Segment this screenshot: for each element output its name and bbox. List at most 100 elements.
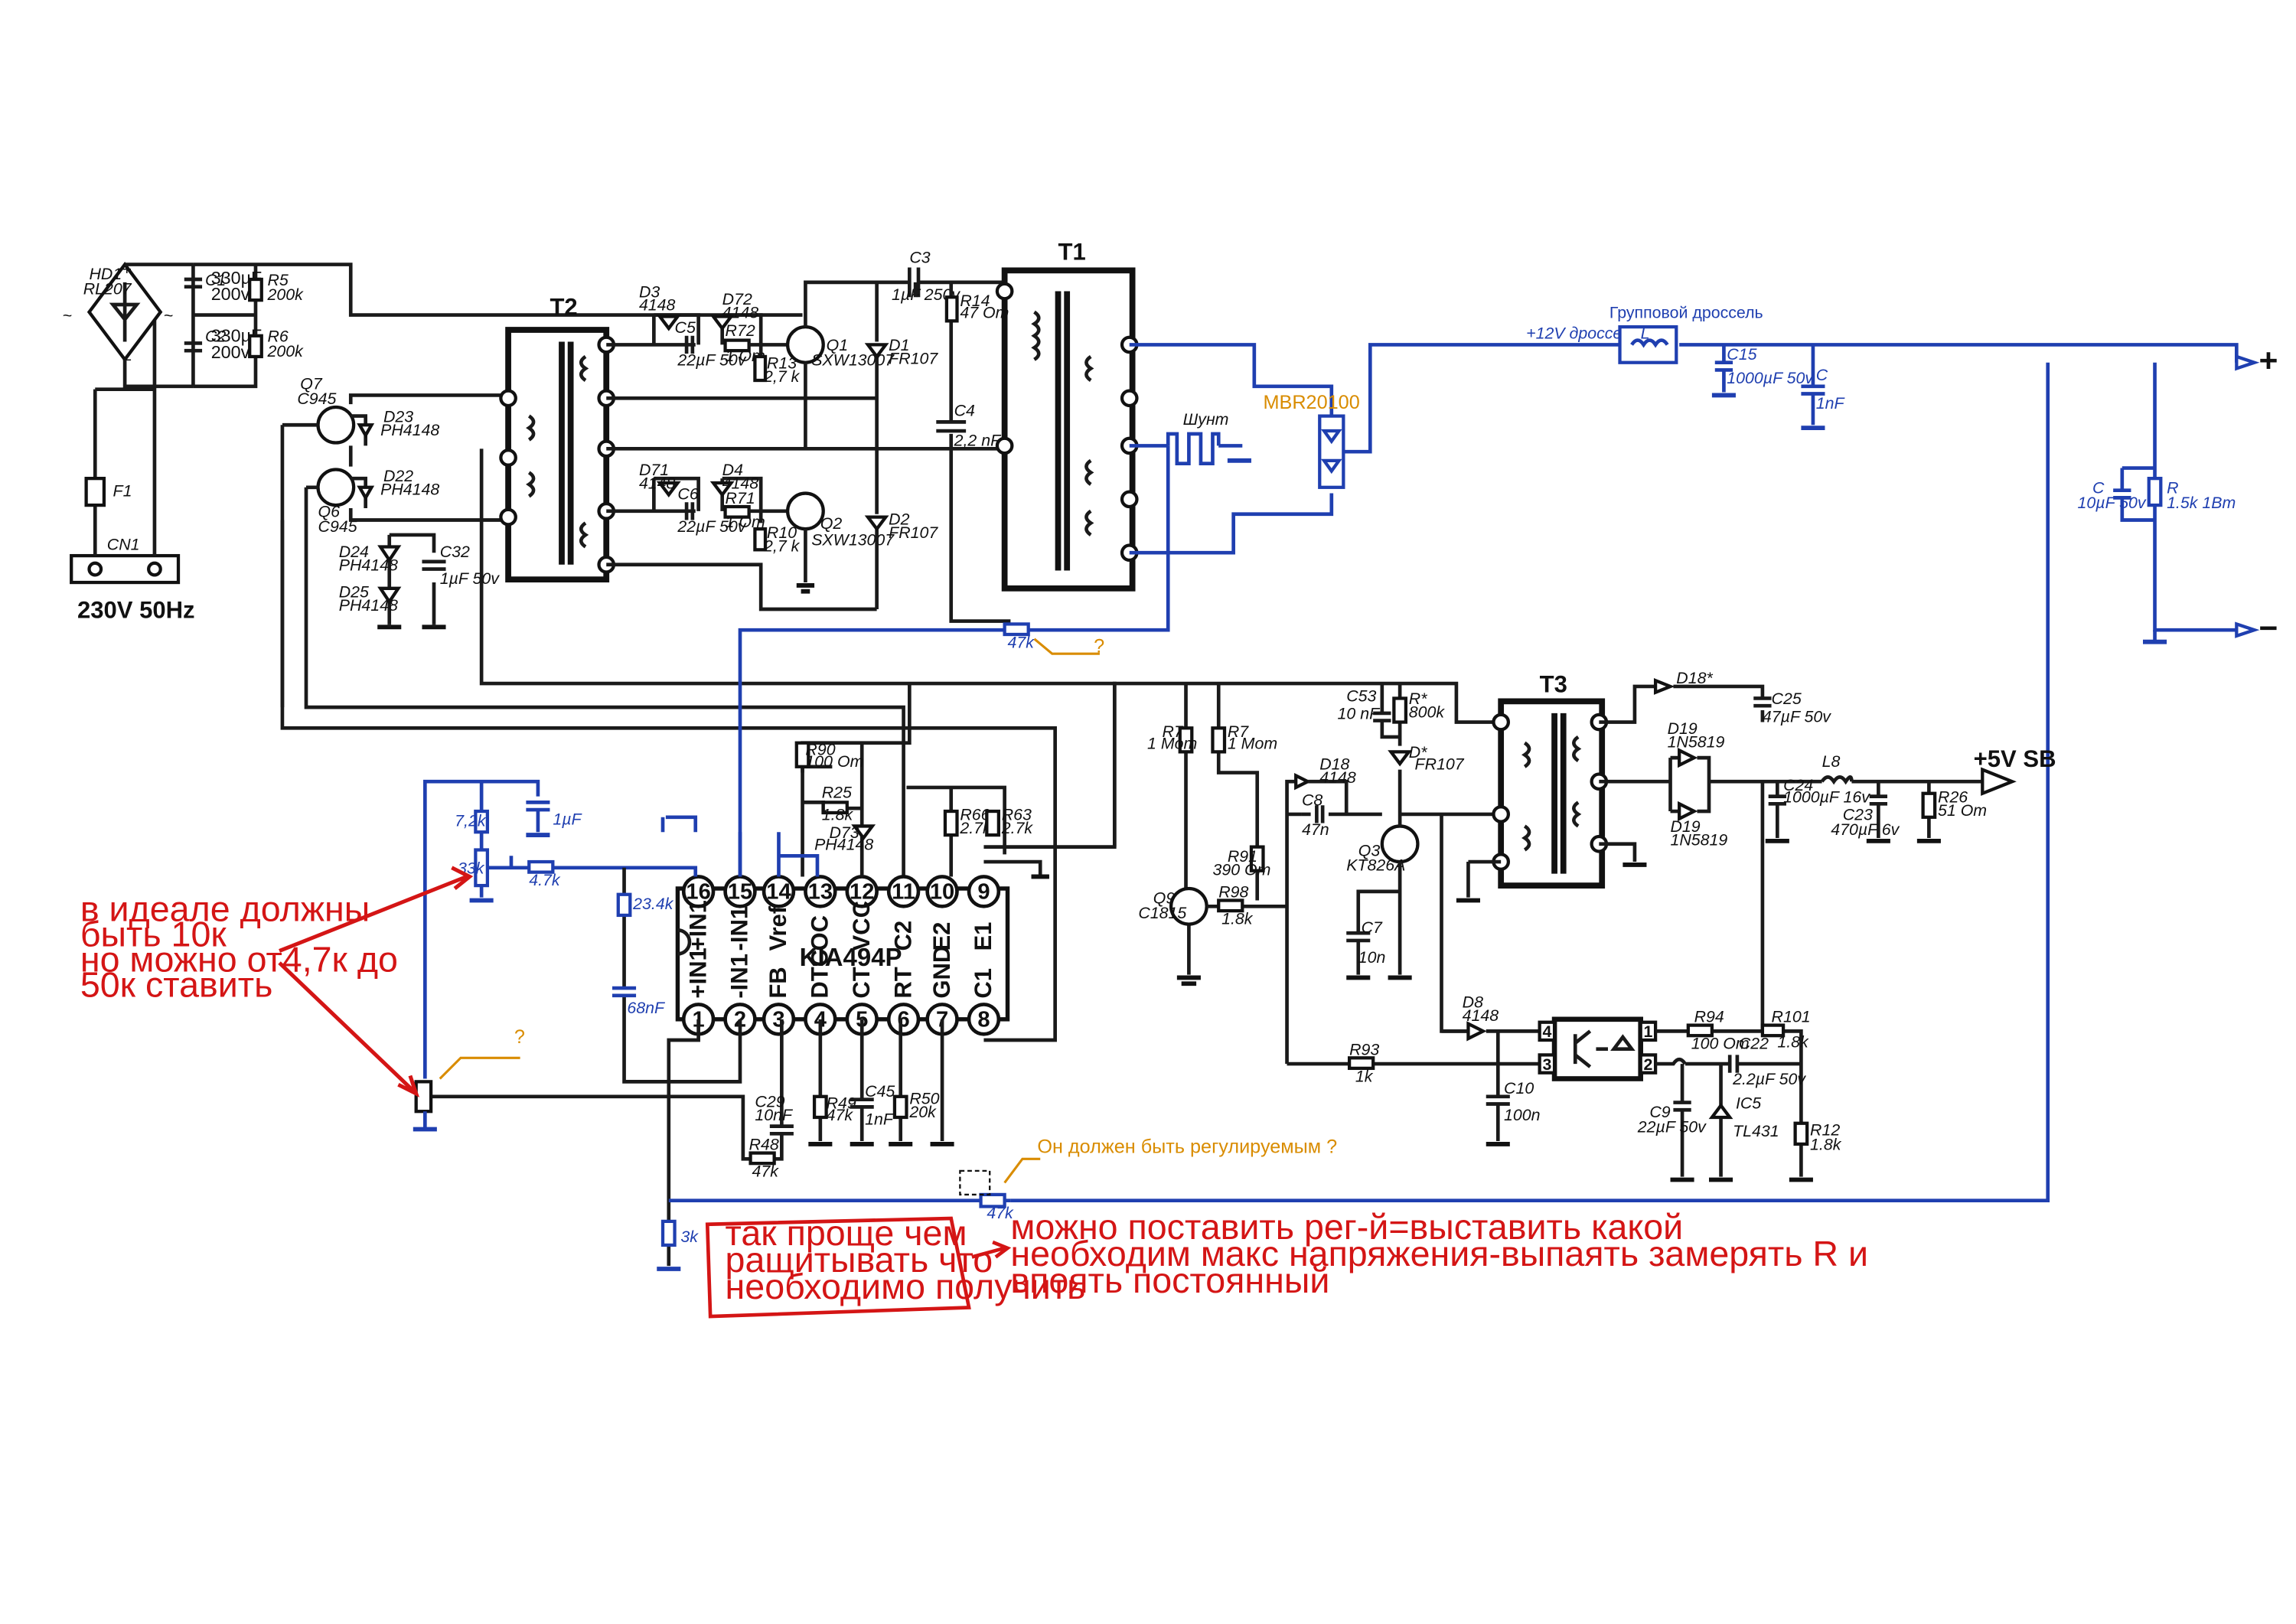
input-voltage-label: 230V 50Hz bbox=[77, 597, 195, 624]
ic-pin-name: OC bbox=[807, 915, 833, 951]
ic-pin bbox=[804, 875, 837, 908]
question-mark-1: ? bbox=[1094, 635, 1104, 657]
d19b-diode bbox=[1678, 801, 1698, 822]
r6-resistor bbox=[248, 334, 263, 359]
c22-ref: C22 bbox=[1739, 1035, 1769, 1053]
d2-part: FR107 bbox=[889, 523, 938, 542]
ic-pin-name: E1 bbox=[970, 922, 996, 951]
r91-resistor bbox=[1249, 845, 1265, 872]
c10-value: 100n bbox=[1504, 1106, 1540, 1124]
d24-ref: D24 bbox=[339, 543, 369, 561]
bulk-capacitors: C1 330µF 200v C2 330µF 200v R5 200k R6 2… bbox=[184, 268, 304, 362]
c7-value: 10n bbox=[1358, 948, 1386, 967]
d8-part: 4148 bbox=[1463, 1006, 1499, 1025]
c29-value: 10nF bbox=[755, 1106, 794, 1124]
r93-value: 1k bbox=[1355, 1067, 1374, 1085]
note-box-line3: необходимо получить bbox=[726, 1267, 1086, 1306]
ic-pin bbox=[886, 1003, 921, 1036]
ic-pin bbox=[967, 1003, 1001, 1036]
r91-ref: R91 bbox=[1228, 847, 1257, 866]
c5-ref: C5 bbox=[675, 318, 696, 337]
trimmer-outline bbox=[959, 1169, 991, 1196]
ic-pin-name: GND bbox=[928, 946, 955, 999]
ic-pin-name: FB bbox=[765, 967, 791, 998]
ic-pin-number: 10 bbox=[930, 880, 954, 905]
upper-base-drive: D3 4148 D72 4148 C5 22µF 50v R72 1 Om R1… bbox=[606, 280, 951, 451]
d4-part: 4148 bbox=[722, 474, 759, 493]
question-mark-2: ? bbox=[514, 1026, 525, 1048]
opto-pin bbox=[1538, 1020, 1557, 1042]
r5-value: 200k bbox=[267, 285, 305, 304]
c8-ref: C8 bbox=[1302, 791, 1322, 809]
opto-pin4: 4 bbox=[1543, 1022, 1552, 1041]
c8-value: 47n bbox=[1302, 820, 1329, 839]
c24-value: 1000µF 16v bbox=[1783, 788, 1870, 806]
r48-resistor bbox=[748, 1151, 776, 1166]
t1-label: T1 bbox=[1058, 239, 1086, 266]
d23-part: PH4148 bbox=[380, 421, 439, 439]
r7b-resistor bbox=[1211, 726, 1227, 754]
ic-pin-name: CT bbox=[848, 967, 875, 998]
d22-part: PH4148 bbox=[380, 481, 439, 499]
c3-value: 1µF 250v bbox=[892, 285, 960, 304]
r10-ref: R10 bbox=[767, 523, 797, 542]
r7a-resistor bbox=[1178, 726, 1194, 754]
mbr-label: MBR20100 bbox=[1263, 392, 1359, 413]
r26-resistor bbox=[1921, 791, 1937, 819]
tl431-regulator bbox=[1708, 1102, 1733, 1120]
d73-ref: D73 bbox=[829, 823, 859, 842]
driver-stage: Q7 C945 Q6 C945 D23 PH4148 D22 PH4148 D2… bbox=[280, 375, 1057, 1042]
r-out-value: 1.5k 1Bm bbox=[2167, 494, 2236, 512]
r26-ref: R26 bbox=[1938, 788, 1968, 806]
ic-pin bbox=[681, 875, 716, 908]
t2-label: T2 bbox=[550, 294, 577, 321]
d25-ref: D25 bbox=[339, 582, 369, 601]
d72-part: 4148 bbox=[722, 303, 759, 321]
d25-diode bbox=[377, 586, 402, 605]
t3-frame bbox=[1498, 698, 1606, 889]
d8-diode bbox=[1466, 1021, 1487, 1042]
c9-value: 22µF 50v bbox=[1637, 1117, 1707, 1136]
rstar-value: 800k bbox=[1409, 703, 1446, 722]
d19a-ref: D19 bbox=[1668, 719, 1698, 738]
note-left-arrows bbox=[278, 866, 474, 1097]
d18s-diode bbox=[1653, 678, 1675, 695]
t1-transformer: T1 bbox=[995, 239, 1139, 592]
r5-ref: R5 bbox=[268, 271, 289, 289]
d24-diode bbox=[377, 545, 402, 563]
r98-value: 1.8k bbox=[1221, 910, 1254, 928]
svg-text:~: ~ bbox=[164, 306, 173, 324]
ic-pin-name: Vref bbox=[765, 905, 791, 951]
c6-value: 22µF 50v bbox=[677, 517, 746, 536]
r48-ref: R48 bbox=[749, 1136, 779, 1154]
ic-pin-number: 13 bbox=[808, 880, 833, 905]
c3-ref: C3 bbox=[909, 249, 930, 267]
5vsb-label: +5V SB bbox=[1974, 745, 2056, 772]
r14-ref: R14 bbox=[960, 292, 990, 310]
r50-value: 20k bbox=[908, 1103, 937, 1121]
r94-ref: R94 bbox=[1694, 1008, 1724, 1026]
r-out-resistor bbox=[2147, 477, 2163, 507]
note-box-line1: так проще чем bbox=[726, 1213, 967, 1253]
d73-part: PH4148 bbox=[814, 836, 873, 854]
opto-pin1: 1 bbox=[1644, 1022, 1653, 1041]
q9-ref: Q9 bbox=[1153, 889, 1176, 907]
r10-resistor bbox=[753, 527, 768, 552]
d1-part: FR107 bbox=[889, 350, 938, 368]
r71-value: 1 Om bbox=[726, 513, 765, 531]
r14-resistor bbox=[944, 295, 959, 323]
c-out-ref: C bbox=[2092, 479, 2105, 497]
d22-ref: D22 bbox=[383, 467, 413, 485]
c1-volt: 200v bbox=[211, 284, 250, 304]
d18-part: 4148 bbox=[1319, 768, 1356, 787]
r66-value: 2.7k bbox=[959, 819, 992, 837]
note-right-line3: впоять постоянный bbox=[1010, 1260, 1329, 1300]
ic-pin-name: VCC bbox=[848, 901, 875, 951]
d8-ref: D8 bbox=[1463, 993, 1483, 1011]
r47k-top-resistor bbox=[1003, 622, 1030, 637]
current-sense-feedback: 47k ? bbox=[280, 282, 1170, 877]
minus-label: − bbox=[2258, 610, 2278, 647]
r6-ref: R6 bbox=[268, 328, 289, 346]
